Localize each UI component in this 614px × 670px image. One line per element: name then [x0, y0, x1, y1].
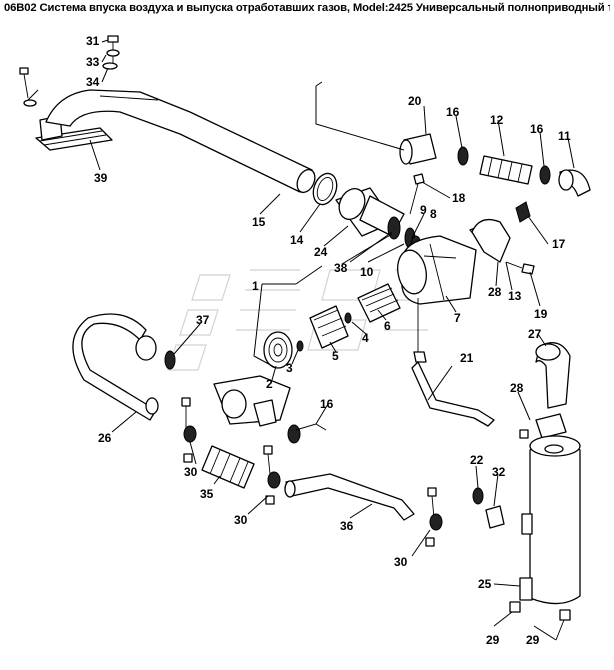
callout-22: 24	[314, 245, 328, 259]
callout-5: 5	[332, 349, 339, 363]
bellows-35	[201, 445, 255, 489]
callout-26: 28	[510, 381, 524, 395]
elbow-25	[535, 342, 571, 409]
support-rod-19	[411, 351, 495, 427]
callout-30c: 30	[394, 555, 408, 569]
bracket-28	[471, 218, 511, 263]
bolt-30-right	[425, 487, 443, 547]
callout-21: 20	[408, 94, 422, 108]
callout-11: 11	[558, 129, 571, 143]
callout-1: 1	[252, 279, 259, 293]
callout-15: 15	[252, 215, 266, 229]
hose-24	[72, 313, 159, 421]
callout-30a: 30	[184, 465, 198, 479]
filter-element-5	[309, 305, 349, 349]
bolt-29	[555, 609, 571, 641]
callout-39: 39	[94, 171, 108, 185]
callout-4: 4	[362, 331, 369, 345]
nut-27	[509, 601, 521, 613]
exhaust-pipe-36	[284, 473, 415, 521]
callout-16b: 16	[530, 122, 544, 136]
callout-18a: 18	[452, 191, 466, 205]
callout-12: 12	[490, 113, 504, 127]
bellows-12	[479, 155, 533, 185]
callout-10: 10	[360, 265, 374, 279]
callout-33: 33	[86, 55, 100, 69]
callout-9: 9	[420, 203, 427, 217]
callout-37: 37	[196, 313, 210, 327]
callouts: 31 33 34 39 15 14 24 20 16 12 16 11 18 1…	[86, 34, 571, 647]
callout-38: 38	[334, 261, 348, 275]
bolt-18-top	[409, 173, 425, 215]
callout-8: 8	[430, 207, 437, 221]
turbo-housing	[213, 375, 291, 427]
callout-14: 14	[290, 233, 304, 247]
callout-20: 22	[470, 453, 484, 467]
clamp-37	[164, 350, 176, 370]
elbow-11	[558, 169, 591, 197]
clamp-16-top	[457, 146, 469, 166]
clamp-16-bottom	[287, 424, 301, 444]
callout-27: 29	[486, 633, 500, 647]
elbow-21	[399, 133, 437, 165]
callout-34: 34	[86, 75, 100, 89]
callout-13: 13	[508, 289, 522, 303]
callout-31: 31	[86, 34, 100, 48]
callout-23: 25	[478, 577, 492, 591]
callout-28: 28	[488, 285, 502, 299]
callout-7: 7	[454, 311, 461, 325]
bolt-30-mid	[263, 445, 281, 505]
bolt-18-right	[505, 261, 535, 275]
callout-32: 32	[492, 465, 506, 479]
callout-24: 26	[98, 431, 112, 445]
callout-16a: 16	[446, 105, 460, 119]
leader-lines	[27, 39, 575, 641]
callout-36: 36	[340, 519, 354, 533]
clamp-26	[519, 413, 567, 439]
callout-6: 6	[384, 319, 391, 333]
clamp-17	[515, 201, 531, 223]
muffler-23	[519, 435, 581, 605]
pipe-bracket-39	[35, 115, 113, 151]
callout-17: 17	[552, 237, 566, 251]
clamp-20	[472, 487, 484, 505]
adapter-32	[485, 505, 505, 529]
callout-25: 27	[528, 327, 542, 341]
clamp-16-right	[539, 165, 551, 185]
callout-19: 21	[460, 351, 474, 365]
filter-element-6	[357, 283, 401, 323]
clip-4	[344, 312, 352, 324]
callout-30b: 30	[234, 513, 248, 527]
dust-cover-2	[263, 331, 293, 369]
callout-16c: 16	[320, 397, 334, 411]
page-title: 06B02 Система впуска воздуха и выпуска о…	[4, 2, 610, 14]
bolt-30-left	[181, 397, 197, 463]
intake-pipe-15	[45, 89, 316, 194]
callout-29: 29	[526, 633, 540, 647]
clip-3	[296, 340, 304, 352]
callout-2: 2	[266, 377, 273, 391]
adapter-38	[359, 195, 405, 240]
callout-18b: 19	[534, 307, 548, 321]
callout-35: 35	[200, 487, 214, 501]
callout-3: 3	[286, 361, 293, 375]
